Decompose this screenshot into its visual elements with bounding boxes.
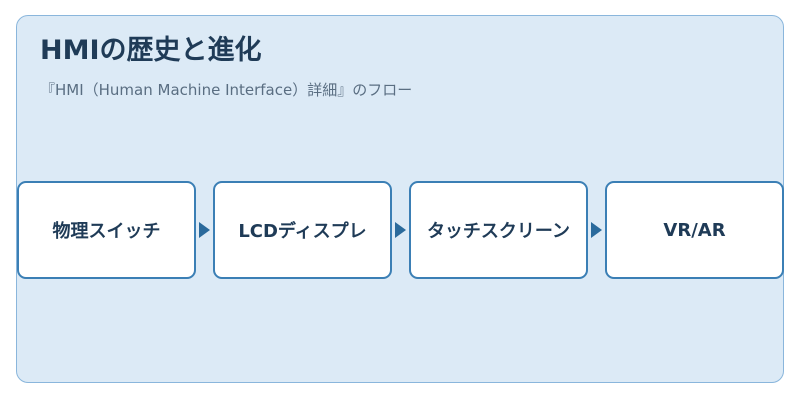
flow-node-label: LCDディスプレ <box>238 221 367 242</box>
flow-node-label: タッチスクリーン <box>426 221 571 242</box>
flow-arrow-icon <box>395 222 406 238</box>
flow-node-touchscreen: タッチスクリーン <box>409 181 588 279</box>
flow-node-label: VR/AR <box>663 219 726 241</box>
flow-node-lcd-display: LCDディスプレ <box>213 181 392 279</box>
flow-node-label: 物理スイッチ <box>52 221 161 242</box>
flow-arrow-icon <box>591 222 602 238</box>
diagram-title: HMIの歴史と進化 <box>40 35 262 66</box>
flow-node-physical-switch: 物理スイッチ <box>17 181 196 279</box>
diagram-subtitle: 『HMI（Human Machine Interface）詳細』のフロー <box>40 81 413 99</box>
flow-arrow-icon <box>199 222 210 238</box>
flow-node-vr-ar: VR/AR <box>605 181 784 279</box>
